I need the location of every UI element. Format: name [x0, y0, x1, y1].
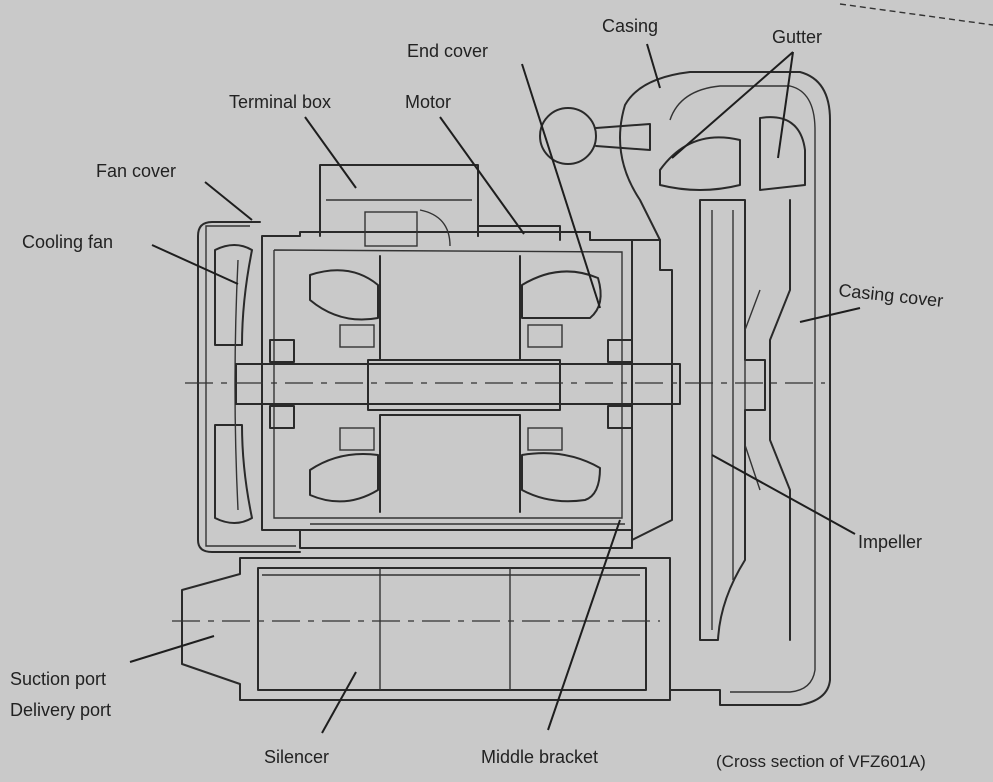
coil-end-left-lower [309, 453, 379, 503]
casing-inner [669, 85, 816, 693]
casing-outline [619, 71, 831, 706]
bearing-right-top [607, 339, 633, 363]
motor-base [299, 529, 633, 549]
middle-bracket [631, 239, 673, 541]
labels: Casing Gutter End cover Terminal box Mot… [10, 16, 944, 771]
fan-cover-inner [205, 225, 296, 547]
silencer-inner [257, 567, 647, 691]
leader-middle-bracket [547, 519, 621, 731]
label-end-cover: End cover [407, 41, 488, 61]
leader-terminal-box [304, 116, 357, 189]
coil-end-right-lower [521, 452, 601, 503]
cooling-fan-upper [214, 244, 253, 346]
eye-bolt-ring [539, 107, 597, 165]
leader-casing [646, 43, 661, 89]
bearing-left-top [269, 339, 295, 363]
leader-cooling-fan [151, 244, 239, 285]
bearing-left-bottom [269, 405, 295, 429]
silencer-partitions [379, 568, 511, 690]
coil-end-right-upper [521, 270, 602, 319]
shaft [235, 363, 681, 405]
leader-impeller [711, 454, 856, 535]
terminal-box-outline [319, 164, 479, 237]
label-silencer: Silencer [264, 747, 329, 767]
silencer-body [181, 557, 671, 701]
label-fan-cover: Fan cover [96, 161, 176, 181]
gutter-left [659, 136, 741, 191]
casing-cover-inner [744, 289, 761, 491]
label-cooling-fan: Cooling fan [22, 232, 113, 252]
label-gutter: Gutter [772, 27, 822, 47]
fan-cover-outline [197, 221, 301, 553]
stator-core-upper [379, 255, 521, 361]
leader-lines [129, 43, 861, 734]
leader-silencer [321, 671, 357, 734]
slot-4 [527, 427, 563, 451]
slot-3 [339, 427, 375, 451]
slot-2 [527, 324, 563, 348]
label-impeller: Impeller [858, 532, 922, 552]
leader-gutter-2 [777, 51, 794, 159]
cooling-fan-lower [214, 424, 253, 524]
terminal-block [364, 211, 418, 247]
impeller [699, 199, 766, 641]
impeller-vanes [711, 210, 734, 630]
coil-end-left-upper [309, 269, 379, 321]
casing-cover [769, 199, 791, 641]
label-suction-port: Suction port [10, 669, 106, 689]
figure-caption: (Cross section of VFZ601A) [716, 752, 926, 771]
blower-drawing [172, 71, 831, 706]
stator-core-lower [379, 414, 521, 513]
gutter-right [759, 116, 806, 191]
motor-frame-inner [273, 249, 623, 519]
leader-motor [439, 116, 525, 235]
label-delivery-port: Delivery port [10, 700, 111, 720]
leader-gutter-1 [671, 51, 794, 159]
leader-fan-cover [204, 181, 253, 221]
label-casing: Casing [602, 16, 658, 36]
bearing-right-bottom [607, 405, 633, 429]
rotor-hub [367, 359, 561, 411]
eye-bolt-shank [595, 123, 651, 151]
slot-1 [339, 324, 375, 348]
terminal-cable [419, 209, 451, 247]
leader-end-cover [521, 63, 601, 309]
leader-suction-port [129, 635, 215, 663]
label-terminal-box: Terminal box [229, 92, 331, 112]
label-middle-bracket: Middle bracket [481, 747, 598, 767]
leader-casing-cover [799, 307, 861, 323]
label-casing-cover: Casing cover [838, 280, 945, 311]
page-fold-edge [839, 3, 993, 26]
motor-frame [261, 231, 633, 531]
label-motor: Motor [405, 92, 451, 112]
